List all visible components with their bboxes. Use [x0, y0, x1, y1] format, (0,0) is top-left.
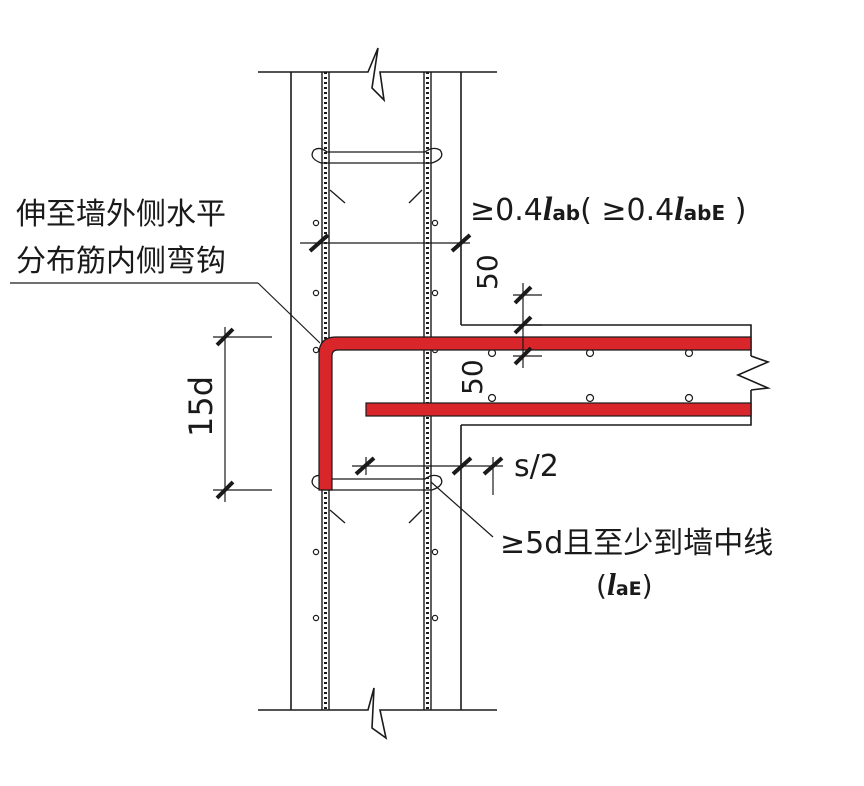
- hook-note-line1: 伸至墙外侧水平: [16, 197, 226, 232]
- tick: [354, 456, 376, 476]
- top-break-line: [258, 47, 497, 103]
- anchor-lower-line1: ≥5d且至少到墙中线: [500, 526, 773, 561]
- slab-rebars-highlighted: [318, 336, 752, 491]
- rebar-dot: [431, 548, 439, 556]
- rebar-dot: [431, 219, 439, 227]
- tie-leg: [408, 509, 423, 524]
- dimension-lines: [10, 233, 542, 538]
- rebar-dot: [431, 614, 439, 622]
- anchor-lower-line2: (laE): [596, 566, 653, 602]
- anchor-upper-suffix: ): [725, 193, 746, 228]
- tie-leg: [329, 189, 346, 204]
- dim-50-upper-label: 50: [471, 254, 504, 290]
- slab-bottom-face: [461, 390, 752, 426]
- tick: [215, 327, 235, 347]
- wall-ties: [311, 147, 443, 524]
- tick: [308, 233, 330, 253]
- slab-rebar-dots: [487, 348, 694, 403]
- anchor-upper-sub1: ab: [552, 201, 580, 225]
- wall-outline: [258, 47, 497, 740]
- anchor-lower-leader: [430, 481, 494, 538]
- dim-15d-label: 15d: [182, 376, 220, 437]
- anchor-lower-close: ): [642, 569, 653, 602]
- anchor-upper-l2: l: [674, 191, 684, 228]
- rebar-dot: [431, 289, 439, 297]
- tick: [513, 315, 533, 335]
- rebar-dot: [312, 346, 320, 354]
- wall-vertical-rebars: [321, 72, 432, 710]
- anchor-upper-prefix: ≥0.4: [470, 193, 543, 228]
- slab-break-line: [735, 355, 772, 391]
- tick: [482, 456, 504, 476]
- slab-dot: [684, 393, 694, 403]
- anchor-upper-sub2: abE: [684, 201, 725, 225]
- top-slab-rebar-with-hook: [318, 336, 752, 491]
- slab-dot: [487, 393, 497, 403]
- rebar-dot: [312, 289, 320, 297]
- anchor-upper-l1: l: [543, 191, 553, 228]
- tick: [450, 233, 472, 253]
- slab-dot: [585, 393, 595, 403]
- tick: [513, 285, 533, 305]
- rebar-dot: [312, 614, 320, 622]
- tie-lower: [311, 474, 443, 491]
- bottom-break-line: [258, 687, 497, 740]
- hook-note-line2: 分布筋内侧弯钩: [16, 244, 226, 279]
- tie-leg: [408, 189, 423, 204]
- anchor-upper-mid: ( ≥0.4: [580, 193, 674, 228]
- labels: 伸至墙外侧水平 分布筋内侧弯钩 15d 50 50 s/2 ≥0.4lab( ≥…: [16, 191, 773, 602]
- dim-50-lower-label: 50: [456, 359, 489, 395]
- rebar-dot: [312, 219, 320, 227]
- anchor-upper-label: ≥0.4lab( ≥0.4labE ): [470, 191, 746, 228]
- anchor-lower-l: l: [607, 566, 616, 602]
- tie-leg: [329, 509, 346, 524]
- anchor-lower-open: (: [596, 569, 607, 602]
- hook-note-leader: [257, 282, 321, 344]
- tick: [513, 346, 533, 366]
- tick: [451, 456, 473, 476]
- tie-upper: [311, 147, 443, 164]
- tick: [215, 480, 235, 500]
- rebar-dot: [312, 548, 320, 556]
- bottom-slab-rebar: [365, 402, 752, 417]
- anchor-lower-sub: aE: [616, 578, 642, 600]
- dim-s2-label: s/2: [514, 449, 559, 484]
